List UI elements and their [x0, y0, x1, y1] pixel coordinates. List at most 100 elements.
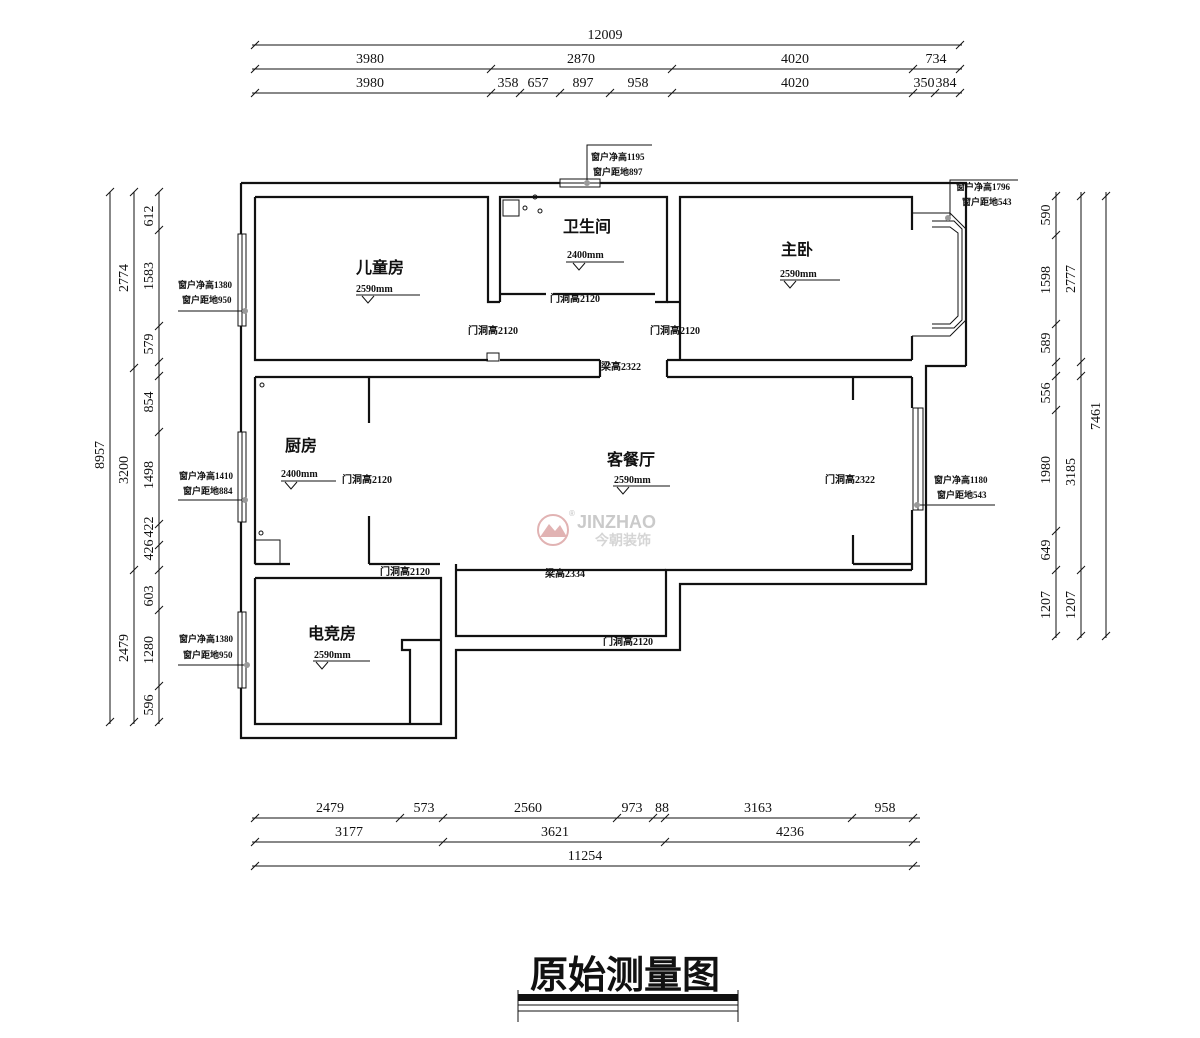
top-dimensions: 12009 3980 2870 4020 734 3980 358 657 89…	[250, 28, 965, 98]
dim-right-inner: 556	[1039, 383, 1054, 404]
walls	[237, 178, 968, 740]
door-label: 门洞高2120	[380, 565, 430, 578]
dim-right-mid: 2777	[1064, 265, 1079, 293]
window-note: 窗户净高1180	[934, 474, 988, 485]
left-dimensions: 8957 2774 3200 2479 612 1583 579 854 149…	[93, 187, 164, 727]
dim-top-r2: 350	[914, 76, 935, 91]
dim-left-mid: 2774	[117, 264, 132, 292]
dim-top-r2: 358	[498, 76, 519, 91]
dim-right-inner: 1207	[1039, 591, 1054, 619]
dim-left-inner: 426	[142, 540, 157, 561]
outer-wall	[241, 181, 968, 366]
dim-bottom-r1: 3163	[744, 801, 772, 816]
room-height: 2590mm	[314, 650, 351, 661]
room-name: 厨房	[285, 436, 317, 455]
room-name: 主卧	[781, 240, 813, 259]
watermark-logo: JINZHAO ® 今朝装饰	[537, 509, 656, 548]
dim-left-inner: 612	[142, 206, 157, 227]
dim-bottom-r1: 573	[414, 801, 435, 816]
room-height: 2400mm	[281, 469, 318, 480]
dim-bottom-r1: 973	[622, 801, 643, 816]
door-label: 门洞高2120	[468, 324, 518, 337]
dim-left-inner: 854	[142, 392, 157, 413]
room-name: 儿童房	[355, 258, 404, 277]
window-note: 窗户净高1410	[179, 470, 234, 481]
dim-right-inner: 589	[1039, 333, 1054, 354]
right-dimensions: 590 1598 589 556 1980 649 1207 2777 3185…	[1039, 191, 1111, 641]
beam-label: 梁高2322	[600, 360, 641, 373]
dim-left-inner: 603	[142, 586, 157, 607]
dim-top-r2: 657	[528, 76, 549, 91]
room-name: 客餐厅	[607, 450, 655, 469]
dim-bottom-r2: 4236	[776, 825, 804, 840]
window-note: 窗户距地884	[183, 485, 233, 496]
page-title: 原始测量图	[530, 955, 720, 997]
dim-top-r1: 3980	[356, 52, 384, 67]
bay-window	[912, 212, 967, 337]
dim-top-total: 12009	[588, 28, 623, 43]
inner-wall-top	[255, 195, 500, 304]
dim-left-total: 8957	[93, 441, 108, 469]
title-block: 原始测量图	[517, 955, 739, 1022]
dim-right-mid: 3185	[1064, 458, 1079, 486]
dim-left-mid: 3200	[117, 456, 132, 484]
watermark-chinese: 今朝装饰	[594, 532, 651, 548]
dim-left-inner: 579	[142, 334, 157, 355]
watermark-latin: JINZHAO	[577, 512, 656, 532]
door-label: 门洞高2120	[650, 324, 700, 337]
window-note: 窗户净高1195	[591, 151, 645, 162]
dim-bottom-r2: 3621	[541, 825, 569, 840]
dim-right-mid: 1207	[1064, 591, 1079, 619]
rooms: 儿童房 2590mm 卫生间 2400mm 主卧 2590mm 厨房 2400m…	[281, 217, 840, 670]
bath-fixture	[502, 199, 520, 217]
window-note: 窗户距地950	[183, 649, 233, 660]
window-note: 窗户距地543	[937, 489, 987, 500]
door-label: 门洞高2120	[342, 473, 392, 486]
dim-left-mid: 2479	[117, 634, 132, 662]
room-name: 卫生间	[563, 217, 611, 236]
dim-bottom-r1: 958	[875, 801, 896, 816]
window-note: 窗户距地897	[593, 166, 643, 177]
dim-top-r1: 4020	[781, 52, 809, 67]
dim-right-inner: 649	[1039, 540, 1054, 561]
door-label: 门洞高2120	[550, 292, 600, 305]
window-note: 窗户距地950	[182, 294, 232, 305]
room-name: 电竞房	[308, 624, 356, 643]
room-height: 2590mm	[780, 269, 817, 280]
dim-bottom-r2: 3177	[335, 825, 363, 840]
dim-left-inner: 422	[142, 517, 157, 538]
dim-top-r1: 2870	[567, 52, 595, 67]
dim-right-inner: 590	[1039, 205, 1054, 226]
dim-top-r2: 4020	[781, 76, 809, 91]
window-notes: 窗户净高1195 窗户距地897 窗户净高1796 窗户距地543 窗户净高13…	[178, 144, 1018, 668]
dim-right-inner: 1980	[1039, 456, 1054, 484]
dim-bottom-r1: 2560	[514, 801, 542, 816]
window-note: 窗户净高1380	[178, 279, 233, 290]
bottom-dimensions: 2479 573 2560 973 88 3163 958 3177 3621 …	[250, 801, 920, 871]
dim-left-inner: 1583	[142, 262, 157, 290]
dim-top-r2: 897	[573, 76, 594, 91]
window-note: 窗户距地543	[962, 196, 1012, 207]
dim-bottom-r1: 2479	[316, 801, 344, 816]
beam-label: 梁高2334	[544, 567, 585, 580]
room-height: 2400mm	[567, 250, 604, 261]
room-height: 2590mm	[614, 475, 651, 486]
door-label: 门洞高2322	[825, 473, 875, 486]
dim-bottom-r1: 88	[655, 801, 669, 816]
dim-right-total: 7461	[1089, 402, 1104, 430]
dim-top-r2: 3980	[356, 76, 384, 91]
dim-top-r2: 384	[936, 76, 957, 91]
window-note: 窗户净高1380	[179, 633, 234, 644]
dim-top-r1: 734	[926, 52, 947, 67]
window-note: 窗户净高1796	[956, 181, 1011, 192]
dim-right-inner: 1598	[1039, 266, 1054, 294]
dim-left-inner: 1280	[142, 636, 157, 664]
room-height: 2590mm	[356, 284, 393, 295]
door-labels: 门洞高2120 门洞高2120 门洞高2120 门洞高2120 门洞高2322 …	[342, 292, 875, 648]
door-label: 门洞高2120	[603, 635, 653, 648]
dim-left-inner: 596	[142, 695, 157, 716]
gaming-room-walls	[253, 576, 443, 726]
dim-top-r2: 958	[628, 76, 649, 91]
dim-left-inner: 1498	[142, 461, 157, 489]
